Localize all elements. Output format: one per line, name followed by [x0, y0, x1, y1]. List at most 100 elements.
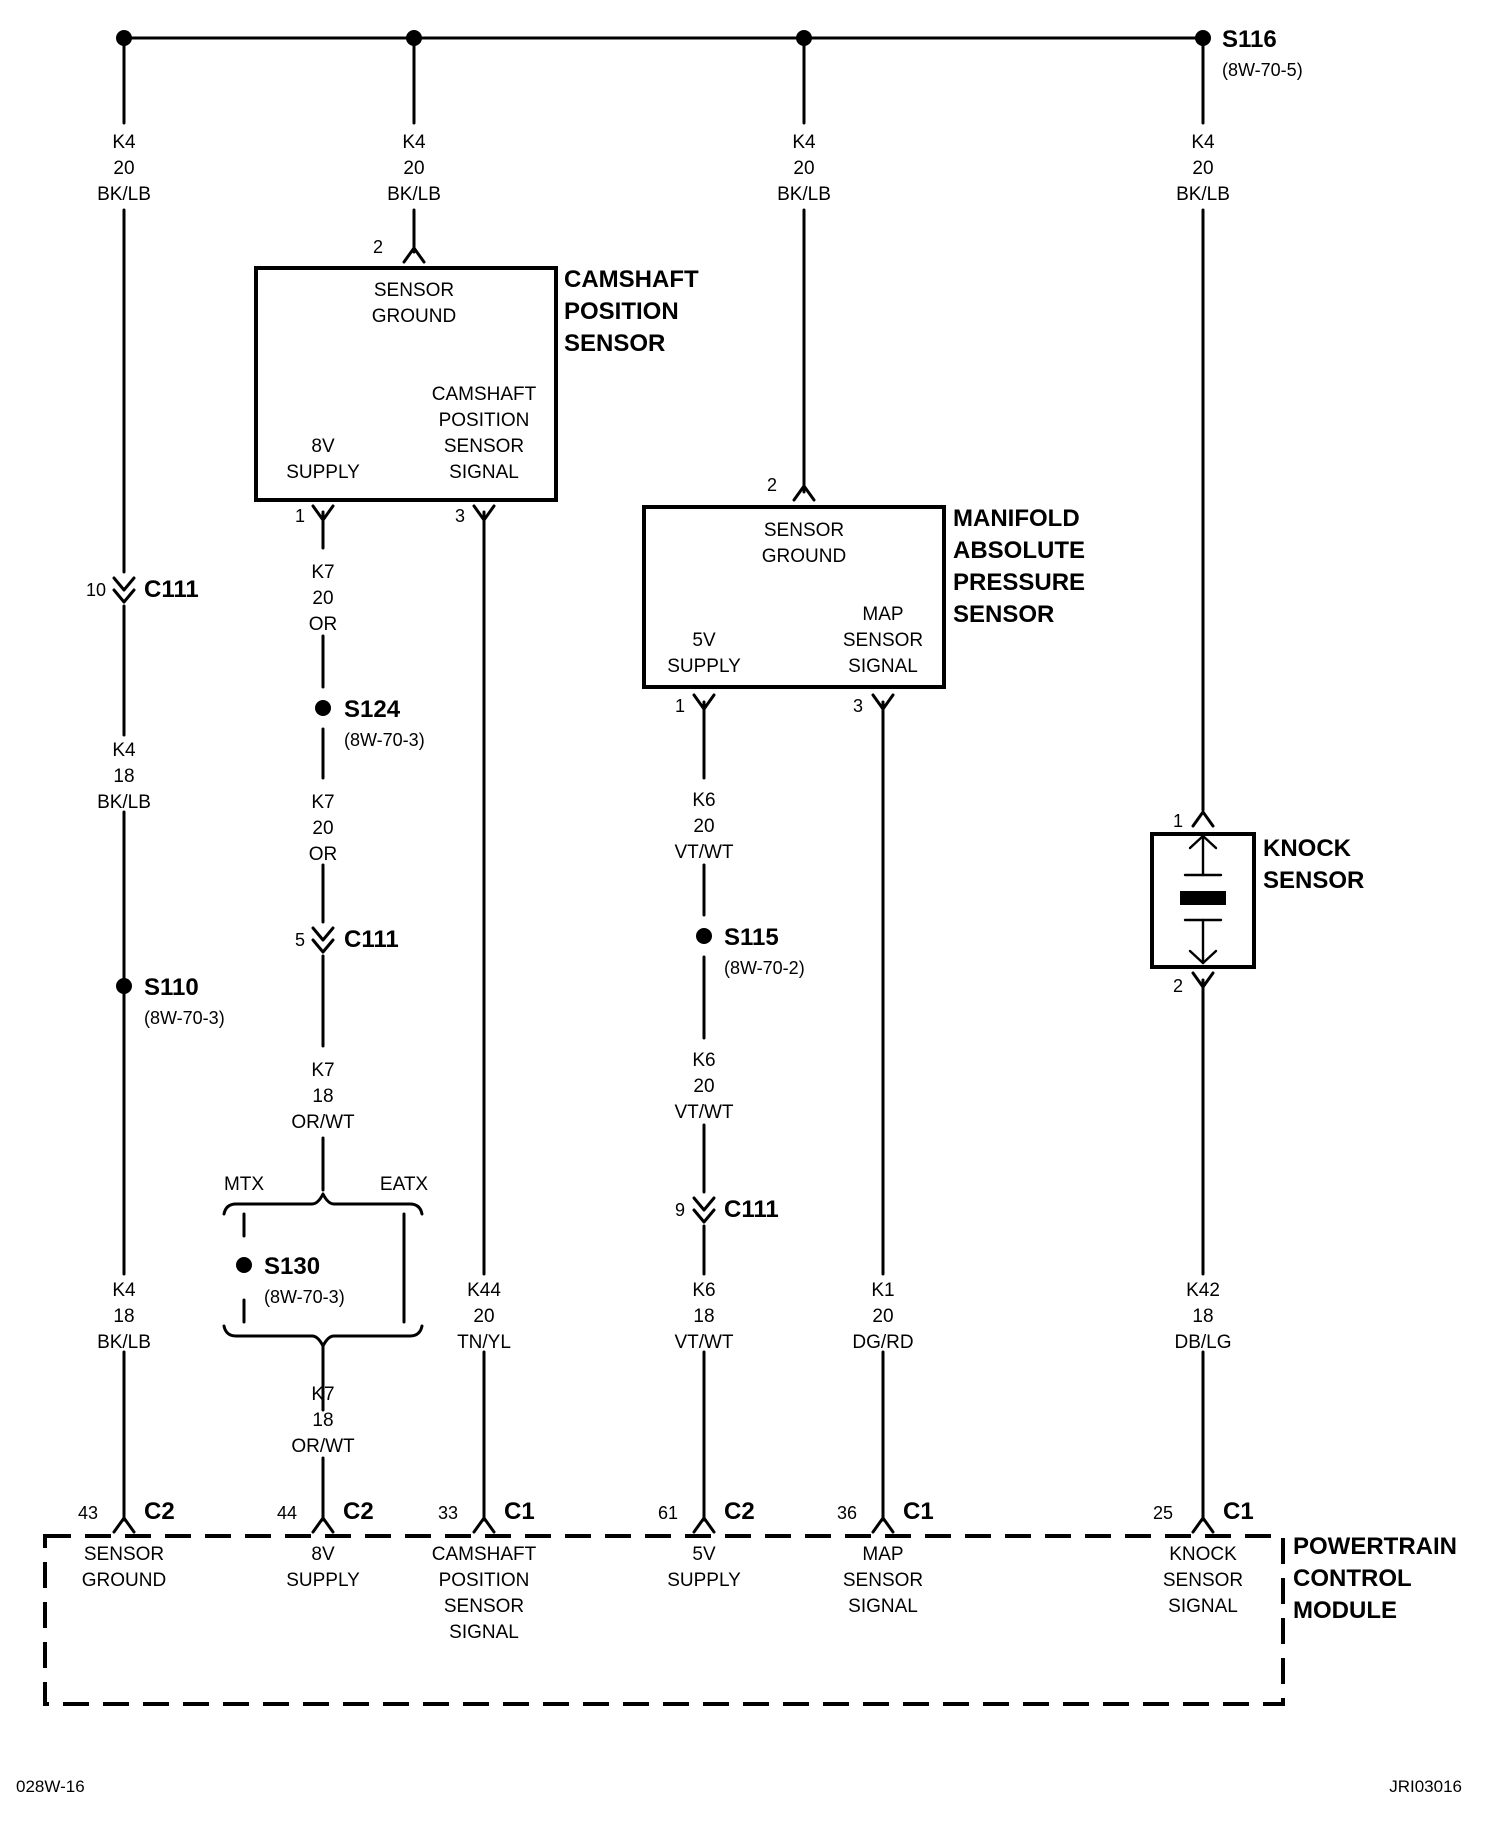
knock-top-pin: 1 [1173, 811, 1183, 831]
svg-text:20: 20 [872, 1306, 893, 1327]
svg-text:TN/YL: TN/YL [457, 1332, 511, 1353]
footer-left-code: 028W-16 [16, 1777, 85, 1796]
splice-s110-label: S110 [144, 974, 199, 1001]
svg-text:BK/LB: BK/LB [97, 1332, 151, 1353]
wire-label-k6-20-b: K6 20 VT/WT [674, 1050, 733, 1123]
wire-label-k44: K44 20 TN/YL [457, 1280, 511, 1353]
svg-text:20: 20 [693, 816, 714, 837]
wire-label-k6-18: K6 18 VT/WT [674, 1280, 733, 1353]
svg-text:POWERTRAIN: POWERTRAIN [1293, 1533, 1457, 1560]
map-sensor-box [642, 505, 946, 689]
svg-text:BK/LB: BK/LB [97, 184, 151, 205]
svg-text:VT/WT: VT/WT [674, 1102, 733, 1123]
c111-pin: 9 [675, 1200, 685, 1220]
svg-text:20: 20 [113, 158, 134, 179]
svg-text:18: 18 [113, 1306, 134, 1327]
connector-terminal-male [472, 504, 496, 522]
connector-terminal-female [402, 246, 426, 264]
cam-ground-label: SENSOR [374, 280, 454, 301]
svg-text:18: 18 [693, 1306, 714, 1327]
wire-label-k1: K1 20 DG/RD [852, 1280, 913, 1353]
cam-ground-label: GROUND [372, 306, 456, 327]
svg-text:K6: K6 [692, 1050, 715, 1071]
svg-text:KNOCK: KNOCK [1263, 835, 1352, 862]
svg-text:K4: K4 [112, 132, 136, 153]
splice-s115-label: S115 [724, 924, 779, 951]
svg-text:K4: K4 [792, 132, 816, 153]
svg-text:20: 20 [403, 158, 424, 179]
svg-text:SENSOR: SENSOR [843, 1570, 923, 1591]
splice-s130-ref: (8W-70-3) [264, 1287, 345, 1307]
svg-text:33: 33 [438, 1503, 458, 1523]
c111-pin: 10 [86, 580, 106, 600]
svg-text:CAMSHAFT: CAMSHAFT [432, 1544, 537, 1565]
knock-sensor-title: KNOCK SENSOR [1263, 835, 1364, 894]
connector-terminal-female [1191, 810, 1215, 828]
splice-s130-label: S130 [264, 1253, 320, 1280]
svg-text:CAMSHAFT: CAMSHAFT [564, 266, 699, 293]
svg-text:K42: K42 [1186, 1280, 1220, 1301]
svg-text:DG/RD: DG/RD [852, 1332, 913, 1353]
pcm-connector-61: 61 C2 5V SUPPLY [658, 1498, 755, 1591]
top-wire-label-2: K4 20 BK/LB [387, 132, 441, 205]
svg-text:20: 20 [473, 1306, 494, 1327]
cam-supply-label: SUPPLY [286, 462, 360, 483]
connector-terminal-male [1191, 971, 1215, 989]
pcm-connector-25: 25 C1 KNOCK SENSOR SIGNAL [1153, 1498, 1254, 1617]
svg-text:C1: C1 [1223, 1498, 1254, 1525]
svg-text:SENSOR: SENSOR [1163, 1570, 1243, 1591]
svg-text:KNOCK: KNOCK [1169, 1544, 1237, 1565]
svg-text:C2: C2 [724, 1498, 755, 1525]
svg-text:K4: K4 [112, 1280, 136, 1301]
svg-text:OR/WT: OR/WT [291, 1112, 355, 1133]
map-supply-label: SUPPLY [667, 656, 741, 677]
svg-text:C2: C2 [343, 1498, 374, 1525]
svg-text:18: 18 [1192, 1306, 1213, 1327]
svg-text:MAP: MAP [862, 1544, 903, 1565]
eatx-label: EATX [380, 1174, 429, 1195]
splice-s124-dot [315, 700, 331, 716]
connector-terminal-male [871, 693, 895, 711]
svg-text:61: 61 [658, 1503, 678, 1523]
top-wire-label-1: K4 20 BK/LB [97, 132, 151, 205]
svg-text:MANIFOLD: MANIFOLD [953, 505, 1080, 532]
svg-text:BK/LB: BK/LB [97, 792, 151, 813]
map-signal-pin: 3 [853, 696, 863, 716]
wire-label-k7-18-a: K7 18 OR/WT [291, 1060, 355, 1133]
svg-text:DB/LG: DB/LG [1174, 1332, 1231, 1353]
wire-label-k6-20-a: K6 20 VT/WT [674, 790, 733, 863]
svg-text:43: 43 [78, 1503, 98, 1523]
splice-s115-ref: (8W-70-2) [724, 958, 805, 978]
camshaft-sensor-title: CAMSHAFT POSITION SENSOR [564, 266, 699, 357]
cam-supply-label: 8V [311, 436, 335, 457]
piezo-element-icon [1180, 834, 1226, 965]
svg-text:K4: K4 [112, 740, 136, 761]
svg-text:25: 25 [1153, 1503, 1173, 1523]
cam-signal-label: CAMSHAFT [432, 384, 537, 405]
pcm-connector-33: 33 C1 CAMSHAFT POSITION SENSOR SIGNAL [432, 1498, 537, 1643]
svg-text:K7: K7 [311, 1384, 334, 1405]
knock-bottom-pin: 2 [1173, 976, 1183, 996]
connector-terminal-male [692, 693, 716, 711]
wire-label-k4-18-bottom: K4 18 BK/LB [97, 1280, 151, 1353]
map-signal-label: SIGNAL [848, 656, 918, 677]
wire-label-k7-20-b: K7 20 OR [309, 792, 338, 865]
pcm-connector-43: 43 C2 SENSOR GROUND [78, 1498, 175, 1591]
svg-text:20: 20 [312, 818, 333, 839]
cam-signal-label: POSITION [439, 410, 530, 431]
pcm-module-box [43, 1534, 1285, 1706]
c111-label: C111 [344, 926, 399, 953]
svg-text:44: 44 [277, 1503, 297, 1523]
svg-text:K6: K6 [692, 790, 715, 811]
svg-text:K4: K4 [1191, 132, 1215, 153]
c111-inline-connector [112, 576, 136, 604]
svg-text:OR/WT: OR/WT [291, 1436, 355, 1457]
wire-label-k4-18: K4 18 BK/LB [97, 740, 151, 813]
map-signal-label: SENSOR [843, 630, 923, 651]
svg-text:BK/LB: BK/LB [777, 184, 831, 205]
splice-s124-label: S124 [344, 696, 401, 723]
connector-terminal-female [792, 484, 816, 502]
svg-text:K1: K1 [871, 1280, 894, 1301]
svg-text:K7: K7 [311, 562, 334, 583]
cam-supply-pin: 1 [295, 506, 305, 526]
